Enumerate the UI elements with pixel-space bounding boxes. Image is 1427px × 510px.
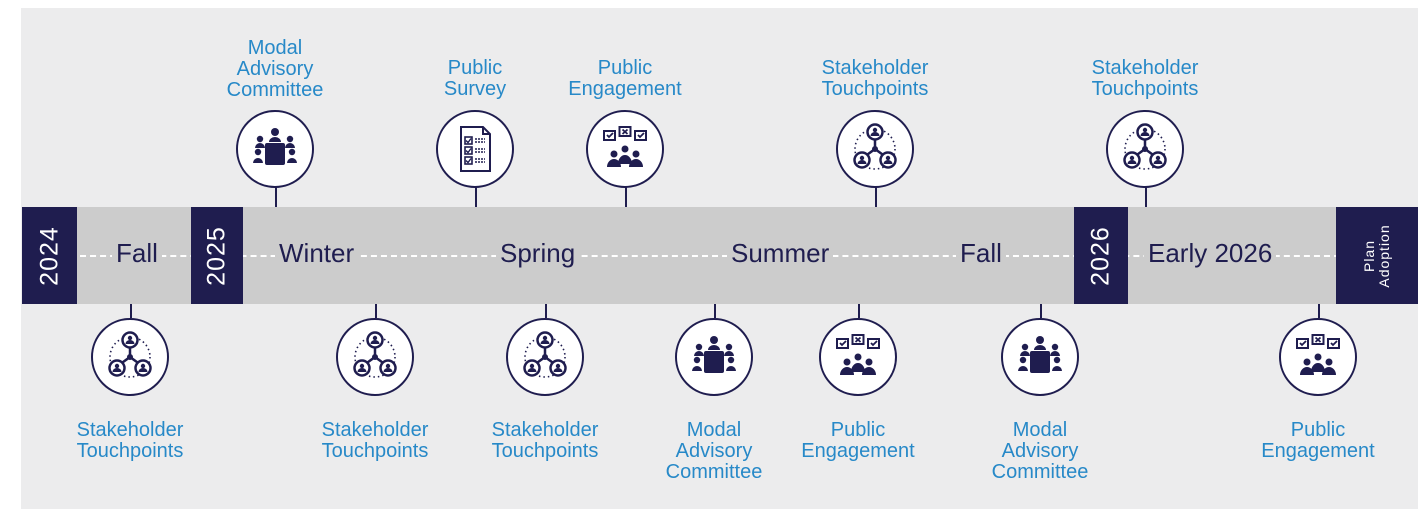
connector-line — [714, 304, 716, 318]
public-engagement-icon — [1279, 318, 1357, 396]
year-marker-2025: 2025 — [191, 207, 243, 304]
plan-adoption-marker: Plan Adoption — [1336, 207, 1418, 304]
connector-line — [1318, 304, 1320, 318]
stakeholder-network-icon — [506, 318, 584, 396]
year-label: 2024 — [35, 225, 63, 286]
connector-line — [475, 180, 477, 207]
connector-line — [858, 304, 860, 318]
committee-meeting-icon — [675, 318, 753, 396]
season-early-2026: Early 2026 — [1144, 237, 1277, 269]
year-label: 2025 — [202, 225, 231, 286]
survey-checklist-icon — [436, 110, 514, 188]
event-label: Public Engagement — [568, 57, 682, 100]
year-marker-2026: 2026 — [1074, 207, 1128, 304]
event-label: Public Survey — [443, 57, 507, 100]
stakeholder-network-icon — [91, 318, 169, 396]
stakeholder-network-icon — [1106, 110, 1184, 188]
season-spring: Spring — [496, 237, 580, 269]
event-label: Stakeholder Touchpoints — [491, 419, 599, 462]
season-winter: Winter — [275, 237, 359, 269]
season-summer: Summer — [727, 237, 834, 269]
event-label: Public Engagement — [1261, 419, 1375, 462]
connector-line — [275, 180, 277, 207]
season-fall-2025: Fall — [956, 237, 1006, 269]
event-label: Stakeholder Touchpoints — [76, 419, 184, 462]
event-label: Stakeholder Touchpoints — [321, 419, 429, 462]
committee-meeting-icon — [1001, 318, 1079, 396]
season-fall-2024: Fall — [112, 237, 162, 269]
connector-line — [545, 304, 547, 318]
committee-meeting-icon — [236, 110, 314, 188]
connector-line — [375, 304, 377, 318]
event-label: Stakeholder Touchpoints — [1091, 57, 1199, 100]
year-marker-2024: 2024 — [22, 207, 77, 304]
plan-adoption-label: Plan Adoption — [1361, 223, 1392, 288]
public-engagement-icon — [586, 110, 664, 188]
connector-line — [625, 180, 627, 207]
public-engagement-icon — [819, 318, 897, 396]
event-label: Modal Advisory Committee — [226, 37, 324, 101]
connector-line — [1040, 304, 1042, 318]
timeline-dashed-line — [80, 255, 1340, 257]
connector-line — [1145, 180, 1147, 207]
stakeholder-network-icon — [336, 318, 414, 396]
event-label: Stakeholder Touchpoints — [821, 57, 929, 100]
event-label: Public Engagement — [801, 419, 915, 462]
connector-line — [875, 180, 877, 207]
event-label: Modal Advisory Committee — [991, 419, 1089, 483]
connector-line — [130, 304, 132, 318]
stakeholder-network-icon — [836, 110, 914, 188]
event-label: Modal Advisory Committee — [665, 419, 763, 483]
year-label: 2026 — [1086, 225, 1115, 286]
